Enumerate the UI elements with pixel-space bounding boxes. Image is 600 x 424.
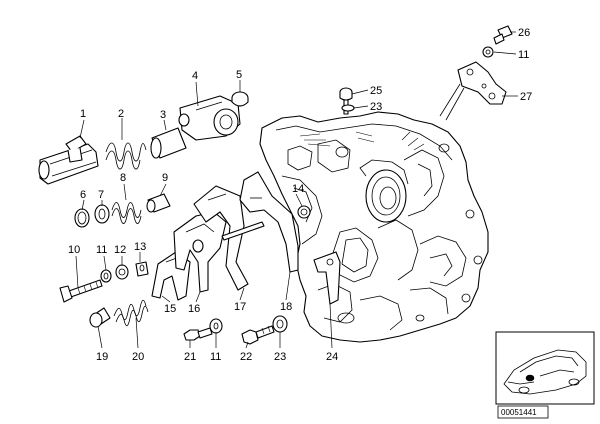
callout-11-top: 11 bbox=[518, 49, 529, 61]
part-22-bolt bbox=[241, 325, 275, 345]
callout-labels: 1 2 3 4 5 6 7 8 9 10 11 12 13 14 15 16 1… bbox=[68, 27, 532, 363]
diagram-id: 00051441 bbox=[501, 408, 537, 417]
callout-21: 21 bbox=[184, 351, 196, 363]
callout-12: 12 bbox=[114, 244, 126, 256]
part-1-selector-shaft bbox=[38, 135, 99, 185]
callout-25: 25 bbox=[370, 85, 382, 97]
callout-18: 18 bbox=[280, 301, 292, 313]
part-12-washer bbox=[115, 264, 129, 280]
part-17-selector-fork bbox=[193, 185, 265, 291]
callout-16: 16 bbox=[188, 303, 200, 315]
callout-26: 26 bbox=[518, 27, 530, 39]
vehicle-inset: 00051441 bbox=[495, 331, 595, 419]
callout-4: 4 bbox=[192, 70, 198, 82]
part-11-washer-lower bbox=[209, 318, 223, 334]
part-10-bolt bbox=[59, 279, 103, 303]
callout-23-lower: 23 bbox=[274, 351, 286, 363]
part-6-circlip bbox=[74, 208, 90, 228]
callout-15: 15 bbox=[164, 303, 176, 315]
part-16-selector-fork bbox=[173, 211, 227, 293]
part-23-seal-ring bbox=[272, 315, 288, 333]
callout-27: 27 bbox=[520, 91, 532, 103]
callout-14: 14 bbox=[292, 183, 304, 195]
callout-17: 17 bbox=[234, 301, 246, 313]
car-icon bbox=[503, 349, 587, 395]
callout-24: 24 bbox=[326, 351, 338, 363]
callout-8: 8 bbox=[120, 172, 126, 184]
callout-13: 13 bbox=[134, 241, 146, 253]
part-20-spring bbox=[113, 299, 149, 327]
callout-23-upper: 23 bbox=[370, 101, 382, 113]
transmission-housing bbox=[259, 111, 489, 343]
callout-11-left: 11 bbox=[96, 244, 107, 256]
callout-2: 2 bbox=[118, 108, 124, 120]
callout-9: 9 bbox=[162, 172, 168, 184]
part-3-sleeve bbox=[150, 127, 187, 159]
leader-lines bbox=[75, 31, 518, 349]
callout-7: 7 bbox=[98, 189, 104, 201]
callout-5: 5 bbox=[236, 69, 242, 81]
part-4-selector-head bbox=[178, 95, 241, 141]
callout-22: 22 bbox=[240, 351, 252, 363]
part-8-spring bbox=[111, 202, 142, 224]
callout-11-lower: 11 bbox=[210, 351, 221, 363]
part-19-plug bbox=[89, 307, 111, 328]
callout-3: 3 bbox=[160, 109, 166, 121]
part-21-bolt bbox=[183, 327, 213, 341]
callout-6: 6 bbox=[80, 189, 86, 201]
part-13-bushing bbox=[135, 261, 149, 277]
part-11-washer-top bbox=[482, 46, 494, 58]
part-5-cap bbox=[231, 91, 249, 107]
part-23-ring-upper bbox=[341, 104, 355, 112]
part-27-bracket bbox=[439, 61, 507, 121]
callout-10: 10 bbox=[68, 244, 80, 256]
callout-1: 1 bbox=[80, 108, 86, 120]
part-7-washer bbox=[94, 204, 110, 224]
part-14-plug bbox=[297, 205, 311, 219]
part-2-spring bbox=[105, 142, 147, 170]
part-24-bracket bbox=[313, 251, 341, 305]
callout-20: 20 bbox=[132, 351, 144, 363]
part-9-plunger bbox=[146, 193, 171, 213]
part-26-bolt bbox=[493, 25, 513, 45]
callout-19: 19 bbox=[96, 351, 108, 363]
part-11-washer bbox=[100, 269, 112, 283]
